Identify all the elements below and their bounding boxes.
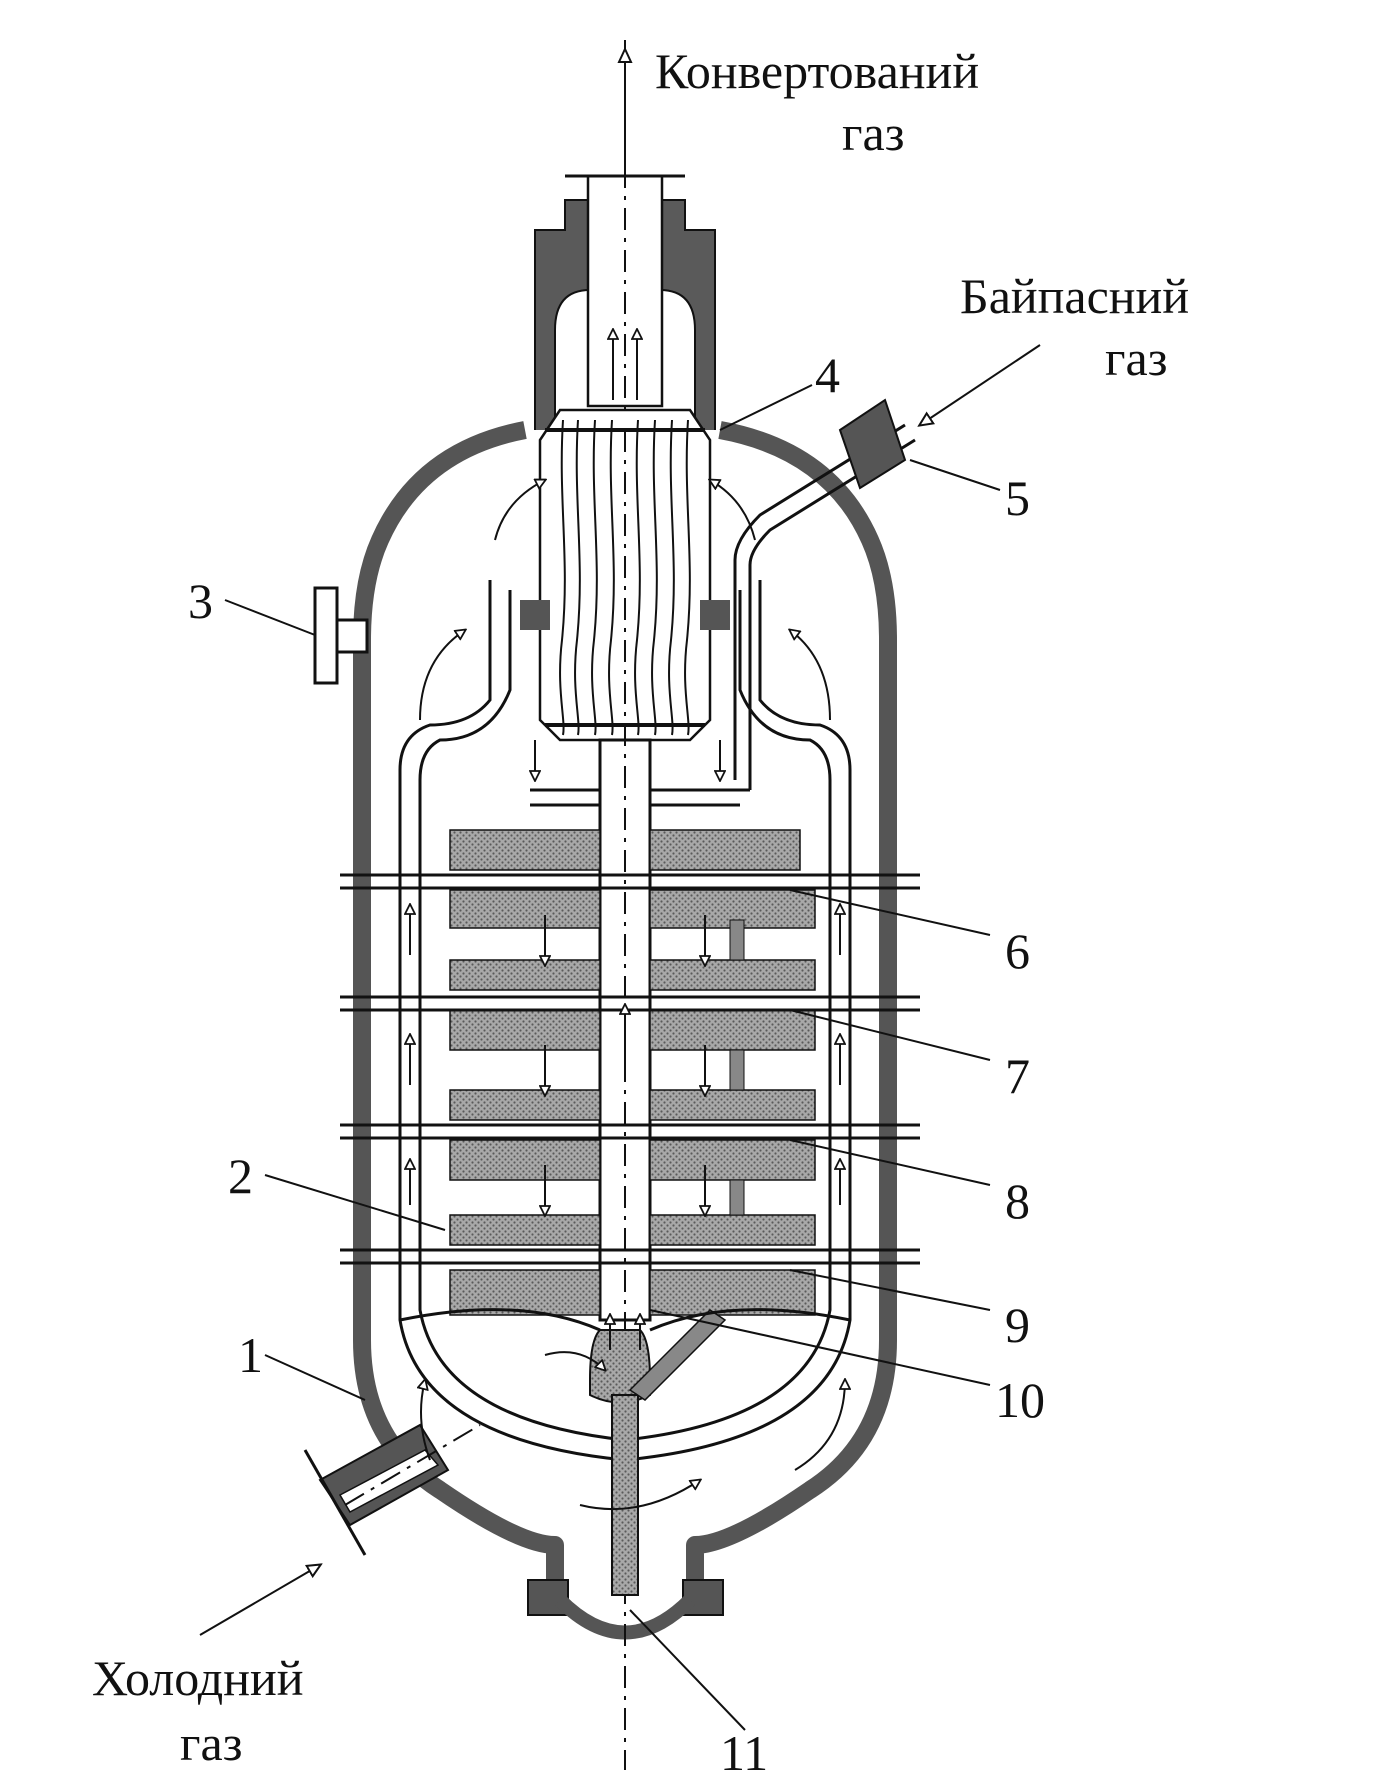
callout-1: 1	[238, 1327, 263, 1383]
label-outlet-line2: газ	[842, 105, 904, 161]
callout-8: 8	[1005, 1173, 1030, 1229]
bottom-nozzle	[527, 1540, 724, 1770]
callout-10: 10	[995, 1372, 1045, 1428]
cross-tubes	[340, 873, 920, 1265]
callout-7: 7	[1005, 1048, 1030, 1104]
callout-3: 3	[188, 573, 213, 629]
label-cold-line1: Холодний	[92, 1650, 304, 1706]
callout-2: 2	[228, 1148, 253, 1204]
callout-9: 9	[1005, 1297, 1030, 1353]
label-bypass-line1: Байпасний	[960, 268, 1189, 324]
top-neck	[534, 40, 716, 431]
bottom-distributor	[399, 1308, 851, 1596]
cold-gas-inlet	[199, 1423, 481, 1636]
label-outlet-line1: Конвертований	[655, 43, 979, 99]
labels: Конвертований газ Байпасний газ Холодний…	[92, 43, 1189, 1778]
flow-arrows	[410, 480, 845, 1511]
callout-6: 6	[1005, 923, 1030, 979]
label-bypass-line2: газ	[1105, 330, 1167, 386]
side-nozzle	[313, 586, 369, 685]
outer-shell	[353, 421, 897, 1590]
catalyst-beds	[449, 829, 816, 1316]
label-cold-line2: газ	[180, 1715, 242, 1771]
callout-4: 4	[815, 347, 840, 403]
callout-11: 11	[720, 1725, 768, 1778]
leader-lines	[224, 384, 1001, 1731]
callout-5: 5	[1005, 470, 1030, 526]
